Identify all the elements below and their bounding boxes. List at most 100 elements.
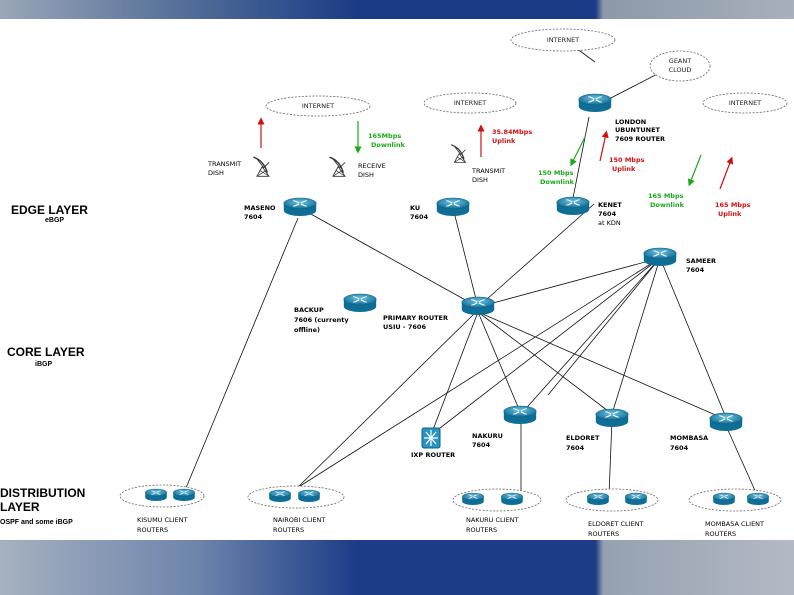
router-icon-maseno bbox=[283, 197, 317, 217]
label-maseno: MASENO 7604 bbox=[244, 204, 276, 221]
svg-text:Downlink: Downlink bbox=[650, 201, 685, 209]
svg-text:ROUTERS: ROUTERS bbox=[705, 530, 736, 538]
svg-text:KU: KU bbox=[410, 204, 420, 212]
svg-text:ROUTERS: ROUTERS bbox=[137, 526, 168, 534]
label-transmit-dish-left: TRANSMIT DISH bbox=[207, 160, 241, 177]
router-icon bbox=[461, 492, 485, 506]
svg-text:USIU - 7606: USIU - 7606 bbox=[383, 323, 426, 331]
svg-text:Downlink: Downlink bbox=[371, 141, 406, 149]
label-ixp-router: IXP ROUTER bbox=[411, 451, 455, 459]
label-eldoret-clients: ELDORET CLIENT ROUTERS bbox=[588, 520, 644, 538]
router-icon-nakuru bbox=[503, 405, 537, 425]
router-icon bbox=[746, 492, 770, 506]
geant-cloud: GEANT CLOUD bbox=[649, 50, 711, 82]
svg-text:ELDORET CLIENT: ELDORET CLIENT bbox=[588, 520, 644, 528]
svg-text:Uplink: Uplink bbox=[718, 210, 742, 218]
svg-text:CLOUD: CLOUD bbox=[669, 66, 692, 74]
svg-text:MOMBASA: MOMBASA bbox=[670, 434, 708, 442]
svg-text:7609 ROUTER: 7609 ROUTER bbox=[615, 135, 665, 143]
svg-text:at KDN: at KDN bbox=[598, 219, 621, 227]
svg-text:7604: 7604 bbox=[472, 441, 491, 449]
label-maseno-downlink: 165Mbps Downlink bbox=[368, 132, 406, 149]
svg-text:7604: 7604 bbox=[566, 444, 585, 452]
router-icon-backup bbox=[343, 293, 377, 313]
svg-text:GEANT: GEANT bbox=[669, 57, 691, 65]
transmit-dish-icon bbox=[450, 144, 467, 164]
svg-text:DISH: DISH bbox=[472, 176, 488, 184]
receive-dish-icon bbox=[328, 156, 346, 177]
client-cloud-nairobi bbox=[247, 485, 345, 509]
svg-text:ROUTERS: ROUTERS bbox=[273, 526, 304, 534]
svg-text:TRANSMIT: TRANSMIT bbox=[471, 167, 505, 175]
client-cloud-nakuru bbox=[452, 488, 542, 512]
svg-text:NAKURU CLIENT: NAKURU CLIENT bbox=[466, 516, 519, 524]
bandwidth-arrows bbox=[257, 117, 734, 190]
svg-text:offline): offline) bbox=[294, 326, 320, 334]
svg-text:Downlink: Downlink bbox=[540, 178, 575, 186]
svg-text:INTERNET: INTERNET bbox=[729, 99, 761, 107]
label-receive-dish: RECEIVE DISH bbox=[358, 162, 386, 179]
label-london: LONDON UBUNTUNET 7609 ROUTER bbox=[615, 118, 665, 143]
client-cloud-eldoret bbox=[565, 488, 659, 512]
label-mombasa: MOMBASA 7604 bbox=[670, 434, 708, 452]
label-kisumu-clients: KISUMU CLIENT ROUTERS bbox=[137, 516, 188, 534]
label-nakuru: NAKURU 7604 bbox=[472, 432, 503, 449]
svg-text:TRANSMIT: TRANSMIT bbox=[207, 160, 241, 168]
svg-text:INTERNET: INTERNET bbox=[547, 36, 579, 44]
label-nairobi-clients: NAIROBI CLIENT ROUTERS bbox=[273, 516, 325, 534]
router-icon bbox=[268, 489, 292, 503]
svg-text:Uplink: Uplink bbox=[612, 165, 636, 173]
svg-text:165 Mbps: 165 Mbps bbox=[648, 192, 684, 200]
svg-text:MOMBASA CLIENT: MOMBASA CLIENT bbox=[705, 520, 764, 528]
distribution-layer-title-2: LAYER bbox=[0, 500, 40, 514]
svg-text:7604: 7604 bbox=[686, 266, 705, 274]
svg-text:UBUNTUNET: UBUNTUNET bbox=[615, 126, 661, 134]
svg-text:150 Mbps: 150 Mbps bbox=[538, 169, 574, 177]
label-ku: KU 7604 bbox=[410, 204, 429, 221]
label-ku-uplink: 35.84Mbps Uplink bbox=[492, 128, 532, 145]
svg-text:NAKURU: NAKURU bbox=[472, 432, 503, 440]
svg-text:7604: 7604 bbox=[670, 444, 689, 452]
distribution-layer-protocol: OSPF and some iBGP bbox=[0, 519, 73, 526]
router-icon-eldoret bbox=[595, 408, 629, 428]
connection-links bbox=[185, 39, 758, 496]
svg-text:150 Mbps: 150 Mbps bbox=[609, 156, 645, 164]
svg-text:KENET: KENET bbox=[598, 201, 622, 209]
core-layer-title: CORE LAYER bbox=[7, 345, 85, 359]
svg-text:KISUMU CLIENT: KISUMU CLIENT bbox=[137, 516, 188, 524]
router-icon bbox=[172, 488, 196, 502]
svg-text:INTERNET: INTERNET bbox=[302, 102, 334, 110]
label-kenet-downlink: 150 Mbps Downlink bbox=[538, 169, 575, 186]
top-banner bbox=[0, 0, 794, 19]
svg-text:7604: 7604 bbox=[410, 213, 429, 221]
svg-text:165Mbps: 165Mbps bbox=[368, 132, 401, 140]
label-kenet: KENET 7604 at KDN bbox=[598, 201, 622, 227]
internet-cloud-top: INTERNET bbox=[510, 28, 616, 52]
router-icon bbox=[144, 488, 168, 502]
edge-layer-title: EDGE LAYER bbox=[11, 203, 88, 217]
svg-text:INTERNET: INTERNET bbox=[454, 99, 486, 107]
router-icon bbox=[712, 492, 736, 506]
svg-text:RECEIVE: RECEIVE bbox=[358, 162, 386, 170]
router-icon-ku bbox=[436, 197, 470, 217]
router-icon bbox=[624, 492, 648, 506]
svg-text:DISH: DISH bbox=[358, 171, 374, 179]
transmit-dish-icon bbox=[252, 156, 270, 177]
svg-text:7606 (currenty: 7606 (currenty bbox=[294, 316, 349, 324]
router-icon-sameer bbox=[643, 247, 677, 267]
internet-cloud-left: INTERNET bbox=[265, 95, 371, 117]
core-layer-protocol: iBGP bbox=[35, 361, 52, 368]
router-icon-london bbox=[578, 93, 612, 113]
network-diagram: INTERNET GEANT CLOUD INTERNET INTERNET I… bbox=[0, 28, 788, 538]
svg-text:DISH: DISH bbox=[208, 169, 224, 177]
label-mombasa-clients: MOMBASA CLIENT ROUTERS bbox=[705, 520, 764, 538]
label-eldoret: ELDORET 7604 bbox=[566, 434, 600, 452]
label-sameer-downlink: 165 Mbps Downlink bbox=[648, 192, 685, 209]
distribution-layer-title-1: DISTRIBUTION bbox=[0, 486, 85, 500]
svg-text:35.84Mbps: 35.84Mbps bbox=[492, 128, 532, 136]
router-icon bbox=[297, 489, 321, 503]
label-sameer: SAMEER 7604 bbox=[686, 257, 716, 274]
svg-text:ROUTERS: ROUTERS bbox=[588, 530, 619, 538]
label-transmit-dish-mid: TRANSMIT DISH bbox=[471, 167, 505, 184]
label-primary: PRIMARY ROUTER USIU - 7606 bbox=[383, 314, 448, 331]
